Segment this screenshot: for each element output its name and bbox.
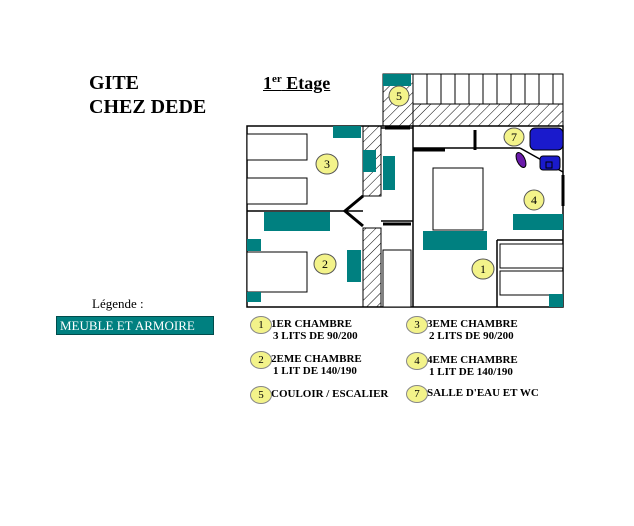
- room-number-badge: 5: [250, 386, 272, 404]
- room-name: 2EME CHAMBRE: [271, 353, 362, 365]
- svg-text:5: 5: [396, 89, 402, 103]
- bed-room1-a: [499, 243, 564, 269]
- legend-furniture-swatch: MEUBLE ET ARMOIRE: [56, 316, 214, 335]
- room-name: 4EME CHAMBRE: [427, 354, 518, 366]
- doors: [383, 126, 565, 226]
- svg-text:1: 1: [480, 262, 486, 276]
- floor-label: Etage: [281, 73, 331, 93]
- room-number-badge: 2: [250, 351, 272, 369]
- marker-4: 4: [523, 189, 545, 211]
- marker-5: 5: [388, 85, 410, 107]
- svg-text:4: 4: [531, 193, 537, 207]
- svg-text:3: 3: [324, 157, 330, 171]
- svg-text:2: 2: [322, 257, 328, 271]
- sink: [515, 152, 527, 168]
- corridor-cupboard: [382, 249, 412, 308]
- room-beds: 2 LITS DE 90/200: [429, 330, 514, 342]
- bathroom-fixtures: [515, 127, 564, 171]
- room-number-badge: 1: [250, 316, 272, 334]
- marker-3: 3: [315, 153, 339, 175]
- room-name: SALLE D'EAU ET WC: [427, 387, 539, 399]
- room-name: COULOIR / ESCALIER: [271, 388, 389, 400]
- gite-title: GITE CHEZ DEDE: [89, 71, 206, 119]
- title-line-1: GITE: [89, 72, 140, 94]
- room-number-badge: 3: [406, 316, 428, 334]
- room-number-badge: 7: [406, 385, 428, 403]
- svg-text:7: 7: [511, 130, 517, 144]
- floor-ordinal-suffix: er: [272, 73, 282, 85]
- staircase: [382, 73, 564, 127]
- plan-markers: 5 7 3 4 2 1: [313, 85, 545, 280]
- room-beds: 1 LIT DE 140/190: [429, 366, 513, 378]
- marker-1: 1: [471, 258, 495, 280]
- bed-room3-b: [246, 177, 308, 205]
- room-number-badge: 4: [406, 352, 428, 370]
- bed-room2: [246, 251, 308, 293]
- shower: [529, 127, 564, 151]
- legend-label: Légende :: [92, 296, 144, 311]
- internal-walls: [247, 126, 564, 307]
- room-beds: 1 LIT DE 140/190: [273, 365, 357, 377]
- stair-furniture: [383, 74, 411, 86]
- beds: [246, 133, 564, 296]
- room-beds: 3 LITS DE 90/200: [273, 330, 358, 342]
- marker-7: 7: [503, 127, 525, 147]
- floor-ordinal: 1: [263, 73, 272, 93]
- room-name: 3EME CHAMBRE: [427, 318, 518, 330]
- floor-title: 1er Etage: [263, 73, 330, 94]
- bed-room1-b: [499, 270, 564, 296]
- bed-room4: [432, 167, 484, 231]
- room-name: 1ER CHAMBRE: [271, 318, 352, 330]
- bed-room3-a: [246, 133, 308, 161]
- furniture: [247, 126, 563, 307]
- corridor: [362, 125, 412, 308]
- title-line-2: CHEZ DEDE: [89, 96, 207, 118]
- marker-2: 2: [313, 253, 337, 275]
